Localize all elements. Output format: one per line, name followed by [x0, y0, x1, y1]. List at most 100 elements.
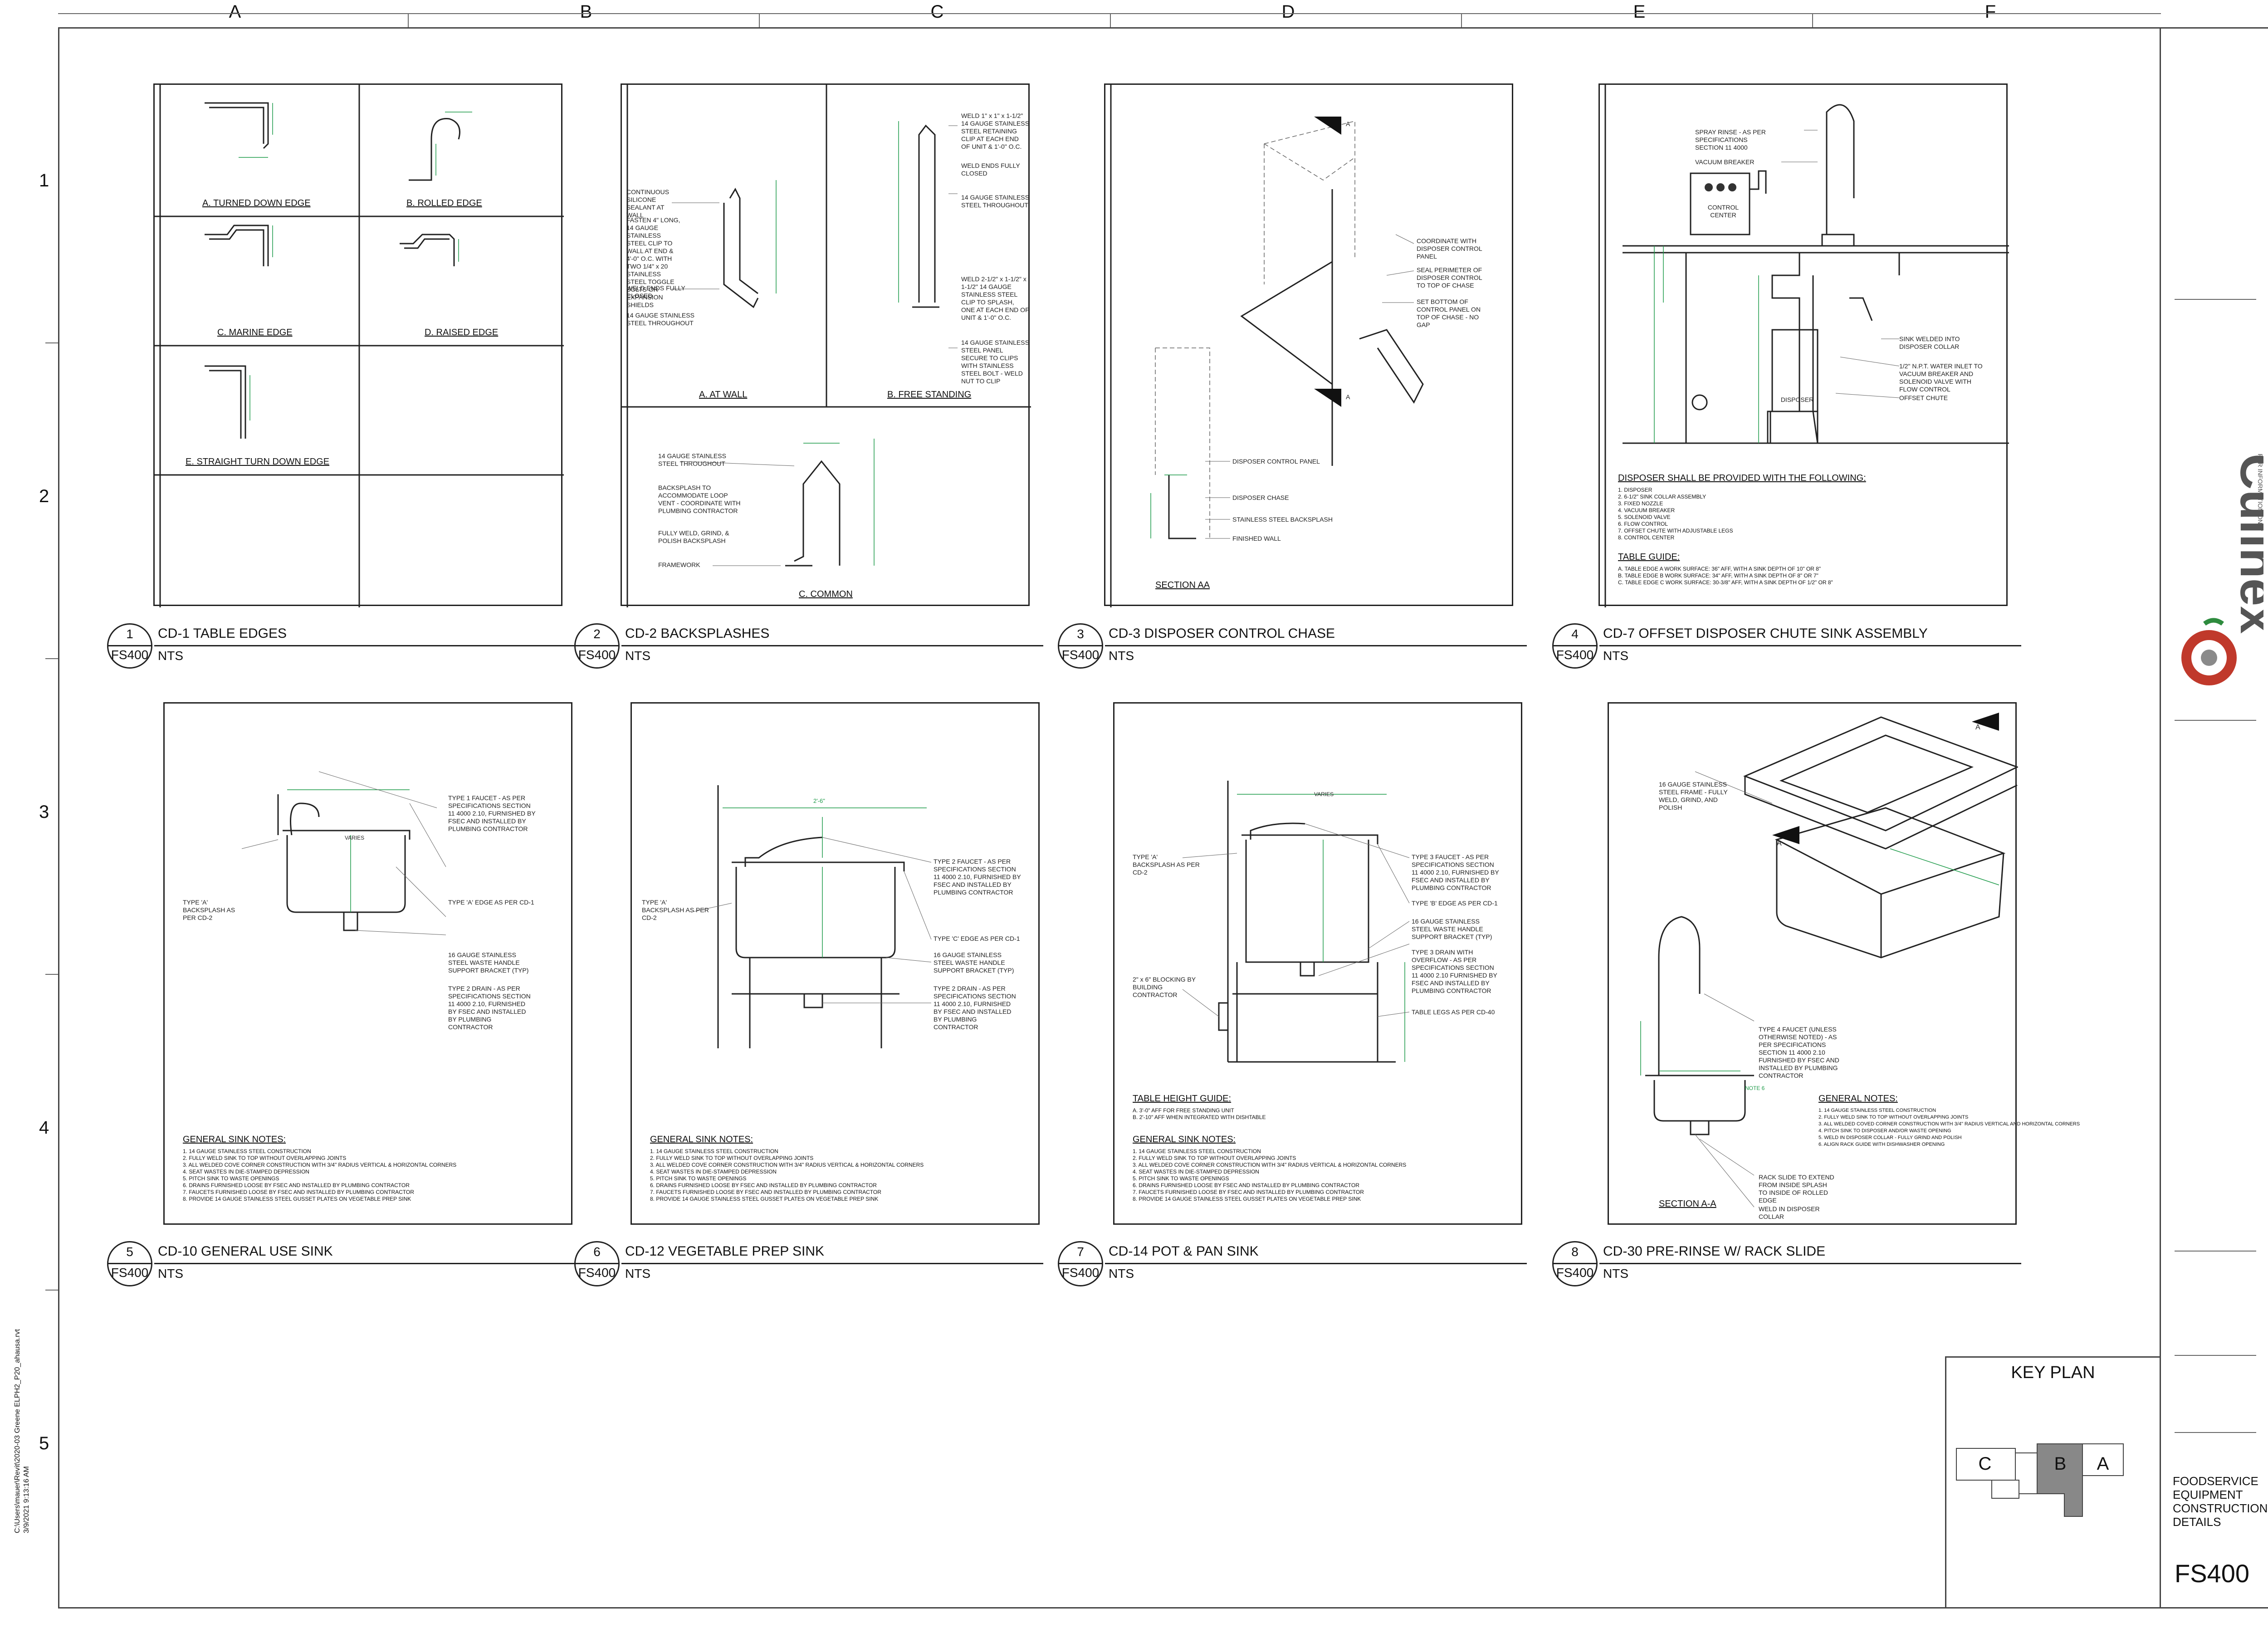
label-fasten-clip: FASTEN 4" LONG, 14 GAUGE STAINLESS STEEL…	[626, 216, 680, 308]
detail-7-frame: VARIES TYPE 'A' BACKSPLASH AS PER CD-2 T…	[1113, 702, 1522, 1225]
key-plan-zone-c: C	[1978, 1454, 1992, 1474]
grid-row-2: 2	[39, 486, 49, 506]
svg-text:Culinex: Culinex	[2230, 454, 2263, 634]
label-seal-perimeter: SEAL PERIMETER OF DISPOSER CONTROL TO TO…	[1417, 266, 1482, 289]
sub-marine-edge: C. MARINE EDGE	[217, 328, 293, 337]
detail-number: 2	[593, 627, 601, 641]
key-plan: KEY PLAN C B A	[1945, 1356, 2161, 1609]
label-disposer-chase: DISPOSER CHASE	[1232, 494, 1289, 501]
grid-row-5: 5	[39, 1433, 49, 1453]
detail-title: CD-30 PRE-RINSE W/ RACK SLIDE	[1603, 1244, 1826, 1259]
label-edge: TYPE 'A' EDGE AS PER CD-1	[448, 899, 534, 906]
svg-text:FOR INFORMATION ONLY: FOR INFORMATION ONLY	[2257, 454, 2263, 532]
label-coordinate: COORDINATE WITH DISPOSER CONTROL PANEL	[1417, 237, 1482, 260]
detail-sheet-ref: FS400	[1556, 648, 1594, 662]
label-type4-faucet: TYPE 4 FAUCET (UNLESS OTHERWISE NOTED) -…	[1759, 1026, 1839, 1079]
label-type1-faucet: TYPE 1 FAUCET - AS PER SPECIFICATIONS SE…	[448, 794, 536, 832]
label-backsplash: STAINLESS STEEL BACKSPLASH	[1232, 516, 1333, 523]
detail-callout-7: 7 FS400 CD-14 POT & PAN SINK NTS	[1058, 1241, 1530, 1286]
detail-number: 5	[126, 1245, 133, 1259]
detail-4-frame: SPRAY RINSE - AS PER SPECIFICATIONS SECT…	[1598, 83, 2009, 607]
detail-title: CD-14 POT & PAN SINK	[1109, 1244, 1259, 1259]
label-sink-welded: SINK WELDED INTO DISPOSER COLLAR	[1899, 335, 1960, 350]
sub-section-aa: SECTION AA	[1155, 580, 1210, 590]
grid-col-e: E	[1633, 2, 1646, 22]
table-height-guide-list: A. 3'-0" AFF FOR FREE STANDING UNIT B. 2…	[1133, 1107, 1266, 1120]
general-notes-title: GENERAL NOTES:	[1818, 1094, 1898, 1104]
label-gauge-c: 14 GAUGE STAINLESS STEEL THROUGHOUT	[658, 452, 726, 467]
label-weld-collar: WELD IN DISPOSER COLLAR	[1759, 1205, 1820, 1220]
disposer-chute-drawing	[1604, 85, 2009, 607]
label-backsplash: TYPE 'A' BACKSPLASH AS PER CD-2	[642, 899, 709, 921]
section-marker-a-top: A	[1975, 724, 1980, 731]
table-guide-title: TABLE GUIDE:	[1618, 552, 1680, 562]
label-waste-bracket: 16 GAUGE STAINLESS STEEL WASTE HANDLE SU…	[1412, 918, 1492, 940]
sub-straight-turn-down-edge: E. STRAIGHT TURN DOWN EDGE	[186, 457, 330, 467]
culinex-logo: Culinex FOR INFORMATION ONLY	[2173, 445, 2268, 699]
detail-title: CD-1 TABLE EDGES	[158, 626, 287, 641]
label-silicone-sealant: CONTINUOUS SILICONE SEALANT AT WALL	[626, 188, 670, 219]
detail-number: 4	[1571, 627, 1579, 641]
label-framework: FRAMEWORK	[658, 561, 700, 568]
detail-scale: NTS	[625, 1266, 650, 1281]
label-edge: TYPE 'C' EDGE AS PER CD-1	[934, 935, 1020, 942]
label-type2-drain: TYPE 2 DRAIN - AS PER SPECIFICATIONS SEC…	[448, 985, 531, 1031]
key-plan-zone-a: A	[2097, 1454, 2109, 1474]
detail-number: 6	[593, 1245, 601, 1259]
detail-scale: NTS	[1603, 649, 1628, 663]
key-plan-diagram	[1956, 1443, 2124, 1517]
general-sink-notes-title: GENERAL SINK NOTES:	[183, 1134, 286, 1144]
grid-col-d: D	[1281, 2, 1295, 22]
grid-col-f: F	[1984, 2, 1996, 22]
label-backsplash: TYPE 'A' BACKSPLASH AS PER CD-2	[183, 899, 235, 921]
label-gauge-b: 14 GAUGE STAINLESS STEEL THROUGHOUT	[961, 194, 1029, 209]
detail-title: CD-7 OFFSET DISPOSER CHUTE SINK ASSEMBLY	[1603, 626, 1928, 641]
timestamp: 3/9/2021 9:13:16 AM	[23, 1466, 30, 1533]
label-type3-faucet: TYPE 3 FAUCET - AS PER SPECIFICATIONS SE…	[1412, 853, 1499, 891]
general-sink-notes-title: GENERAL SINK NOTES:	[650, 1134, 753, 1144]
detail-title: CD-2 BACKSPLASHES	[625, 626, 770, 641]
detail-scale: NTS	[1109, 649, 1134, 663]
general-notes-list: 1. 14 GAUGE STAINLESS STEEL CONSTRUCTION…	[1818, 1108, 2080, 1147]
label-clip-to-splash: WELD 2-1/2" x 1-1/2" x 1-1/2" 14 GAUGE S…	[961, 275, 1029, 321]
label-weld-grind: FULLY WELD, GRIND, & POLISH BACKSPLASH	[658, 529, 729, 544]
detail-sheet-ref: FS400	[1061, 1266, 1100, 1280]
label-loop-vent: BACKSPLASH TO ACCOMMODATE LOOP VENT - CO…	[658, 484, 741, 514]
label-vacuum-breaker: VACUUM BREAKER	[1695, 158, 1755, 166]
sub-raised-edge: D. RAISED EDGE	[425, 328, 499, 337]
detail-sheet-ref: FS400	[111, 648, 149, 662]
general-use-sink-drawing	[241, 771, 446, 935]
sub-turned-down-edge: A. TURNED DOWN EDGE	[202, 198, 311, 208]
title-strip-lines	[2175, 299, 2256, 1433]
detail-number: 8	[1571, 1245, 1579, 1259]
sheet-frame	[58, 27, 2161, 1609]
pot-pan-sink-drawing	[1182, 781, 1410, 1063]
key-plan-title: KEY PLAN	[2011, 1363, 2095, 1382]
detail-number: 1	[126, 627, 133, 641]
disposer-chase-drawing	[1110, 85, 1424, 607]
general-sink-notes-list: 1. 14 GAUGE STAINLESS STEEL CONSTRUCTION…	[183, 1148, 457, 1202]
label-rack-slide: RACK SLIDE TO EXTEND FROM INSIDE SPLASH …	[1759, 1173, 1834, 1204]
key-plan-zone-b: B	[2054, 1454, 2067, 1474]
dim-varies: VARIES	[1314, 791, 1334, 797]
pre-rinse-drawing	[1640, 713, 2018, 1208]
sheet-name: FOODSERVICE EQUIPMENT CONSTRUCTION DETAI…	[2173, 1474, 2268, 1529]
dim-varies: VARIES	[345, 835, 365, 841]
disposer-notes-title: DISPOSER SHALL BE PROVIDED WITH THE FOLL…	[1618, 473, 1866, 483]
grid-row-3: 3	[39, 802, 49, 822]
detail-1-frame: A. TURNED DOWN EDGE B. ROLLED EDGE C. MA…	[153, 83, 564, 607]
detail-5-frame: VARIES TYPE 1 FAUCET - AS PER SPECIFICAT…	[163, 702, 572, 1225]
general-sink-notes-list: 1. 14 GAUGE STAINLESS STEEL CONSTRUCTION…	[650, 1148, 924, 1202]
grid-row-1: 1	[39, 171, 49, 191]
label-type2-faucet: TYPE 2 FAUCET - AS PER SPECIFICATIONS SE…	[934, 858, 1021, 896]
culinex-logo-mark: Culinex FOR INFORMATION ONLY	[2181, 454, 2268, 685]
backsplashes-drawing	[622, 85, 1031, 607]
detail-callout-4: 4 FS400 CD-7 OFFSET DISPOSER CHUTE SINK …	[1552, 623, 2024, 669]
sub-at-wall: A. AT WALL	[699, 390, 748, 400]
detail-8-frame: A A 16 GAUGE STAINLESS STEEL FRAME - FUL…	[1608, 702, 2080, 1225]
detail-callout-8: 8 FS400 CD-30 PRE-RINSE W/ RACK SLIDE NT…	[1552, 1241, 2024, 1286]
detail-scale: NTS	[1109, 1266, 1134, 1281]
label-gauge-a: 14 GAUGE STAINLESS STEEL THROUGHOUT	[626, 312, 694, 327]
